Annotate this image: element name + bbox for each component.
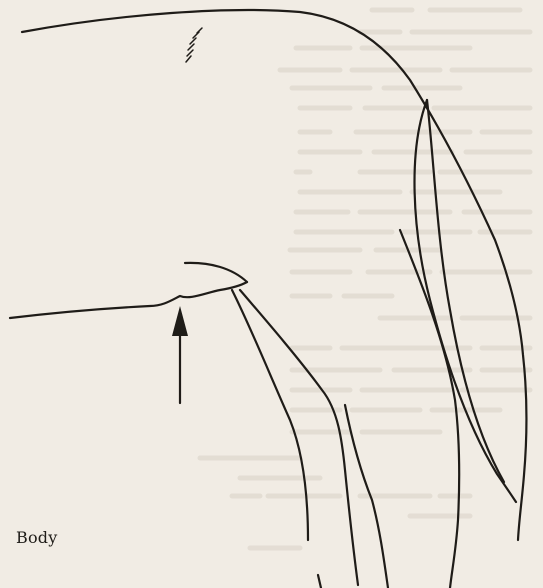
belly-outline (10, 282, 247, 318)
flank-fold-line (185, 263, 247, 282)
hatch-mark (186, 28, 202, 62)
back-croup-outline (22, 10, 527, 540)
tail-inner-edge (427, 100, 504, 482)
figure-caption: Body (16, 528, 57, 547)
upward-arrow-icon (172, 306, 188, 403)
tail-outer-edge (415, 100, 516, 502)
hindleg-inner-outline (345, 405, 388, 588)
hindleg-rear-outline (240, 290, 358, 585)
hindleg-front-outline (232, 290, 308, 540)
hindleg-back-outline (400, 230, 459, 588)
page-edge-mark (318, 575, 321, 588)
